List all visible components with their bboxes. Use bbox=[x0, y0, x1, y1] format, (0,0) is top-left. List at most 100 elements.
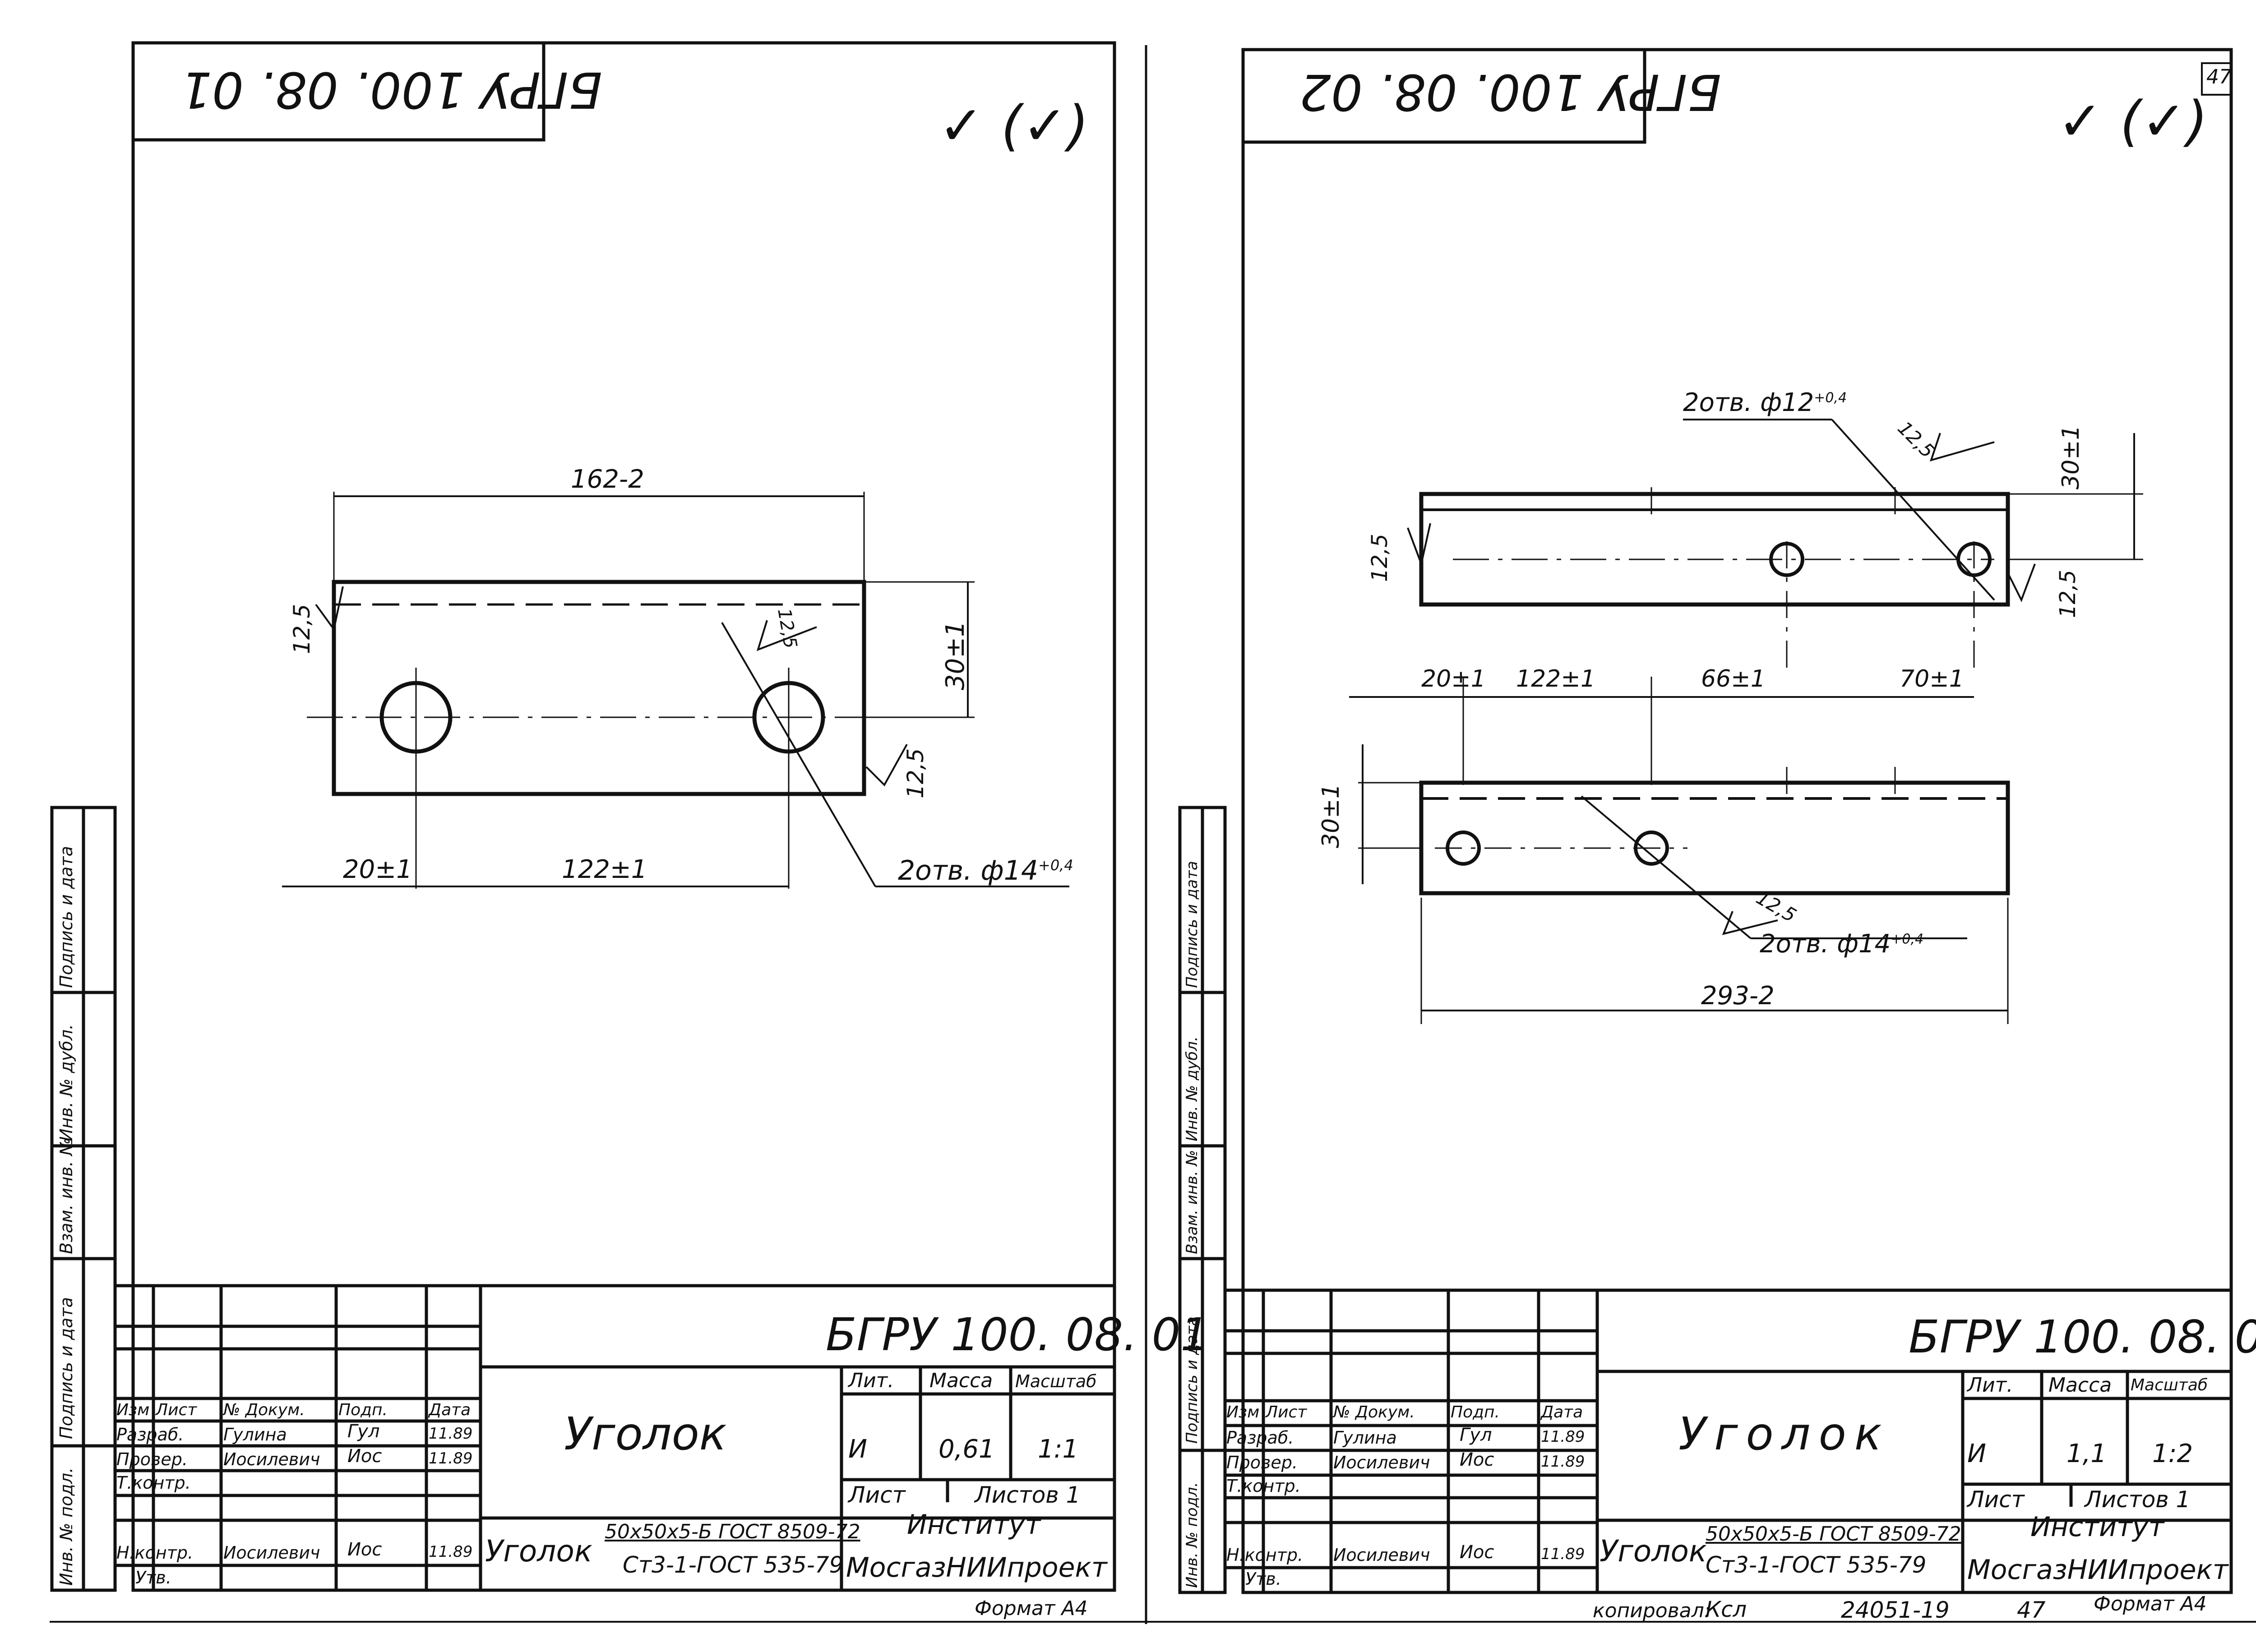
sheet-2-org-line1: Институт bbox=[2030, 1511, 2164, 1543]
sheet-1-part-drawing bbox=[282, 492, 1069, 889]
sheet-2-bottom-view-outline bbox=[1419, 780, 2010, 895]
sheet-1-col-list: Лист bbox=[156, 1401, 197, 1419]
sheet-2-sign-razrab: Гул bbox=[1460, 1425, 1492, 1445]
sheet-1-dim-length: 162-2 bbox=[571, 465, 644, 494]
sheet-2-d3: 66±1 bbox=[1701, 665, 1766, 692]
sheet-1-role-prover: Провер. bbox=[116, 1449, 188, 1469]
sheet-1-date-prover: 11.89 bbox=[429, 1449, 473, 1467]
sheet-2-holes-top-tol: +0,4 bbox=[1814, 390, 1847, 406]
sheet-1-scale-label: Масштаб bbox=[1015, 1371, 1097, 1391]
sheet-2-code-main: БГРУ 100. 08. 02 bbox=[1909, 1311, 2256, 1363]
sheet-1-date-nkontr: 11.89 bbox=[429, 1543, 473, 1561]
sheet-1-part-outline bbox=[332, 580, 866, 796]
sheet-2-lit-value: И bbox=[1967, 1439, 1986, 1468]
sheet-1-material-line1: 50х50х5-Б ГОСТ 8509-72 bbox=[605, 1520, 860, 1543]
sheet-1-role-nkontr: Н.контр. bbox=[116, 1543, 194, 1563]
sheet-2-scale-label: Масштаб bbox=[2131, 1376, 2208, 1394]
sheet-2-d4: 70±1 bbox=[1900, 665, 1964, 692]
footer-copied-sign: Ксл bbox=[1706, 1597, 1747, 1622]
sheet-2-side-sign-date-2: Подпись и дата bbox=[1183, 861, 1201, 988]
sheet-2-format: Формат А4 bbox=[2094, 1592, 2207, 1615]
sheet-1-org-line1: Институт bbox=[907, 1509, 1041, 1541]
sheet-1-sheets-label: Листов 1 bbox=[975, 1482, 1081, 1508]
sheet-2-holes-top-note: 2отв. ф12+0,4 bbox=[1683, 388, 1847, 417]
footer-order-number: 24051-19 bbox=[1841, 1597, 1950, 1623]
sheet-1-holes-tol: +0,4 bbox=[1038, 857, 1073, 874]
sheet-2-holes-bottom-label: 2отв. ф14 bbox=[1760, 929, 1891, 959]
sheet-2-col-list: Лист bbox=[1266, 1403, 1307, 1421]
sheet-2-sheets-label: Листов 1 bbox=[2085, 1486, 2191, 1513]
sheet-1-roughness-symbol: ✓ (✓) bbox=[938, 95, 1089, 157]
sheet-1-holes-label: 2отв. ф14 bbox=[898, 855, 1038, 886]
sheet-1-mass-value: 0,61 bbox=[938, 1435, 995, 1464]
sheet-2-d2: 122±1 bbox=[1516, 665, 1595, 692]
sheet-1-col-sign: Подп. bbox=[338, 1401, 388, 1419]
sheet-2-part-drawing bbox=[1349, 419, 2143, 1024]
sheet-2-top-view-outline bbox=[1419, 492, 2010, 607]
sheet-2-rough-c: 12,5 bbox=[2055, 570, 2080, 618]
sheet-2-material-prefix: Уголок bbox=[1600, 1534, 1707, 1569]
sheet-2-name-razrab: Гулина bbox=[1333, 1428, 1397, 1448]
sheet-2-col-date: Дата bbox=[1541, 1403, 1583, 1421]
sheet-2-role-tkontr: Т.контр. bbox=[1226, 1476, 1301, 1496]
sheet-2-material-line1: 50х50х5-Б ГОСТ 8509-72 bbox=[1706, 1523, 1961, 1546]
sheet-1-material-prefix: Уголок bbox=[485, 1534, 592, 1569]
sheet-1-date-razrab: 11.89 bbox=[429, 1425, 473, 1443]
sheet-1-lit-value: И bbox=[848, 1435, 867, 1464]
sheet-1-part-title: Уголок bbox=[564, 1407, 727, 1460]
sheet-2-rough-b: 12,5 bbox=[1367, 534, 1392, 582]
sheet-2-mass-value: 1,1 bbox=[2066, 1439, 2107, 1468]
sheet-1-name-razrab: Гулина bbox=[223, 1425, 287, 1444]
sheet-2-role-prover: Провер. bbox=[1226, 1453, 1298, 1472]
sheet-2-material-line2: Ст3-1-ГОСТ 535-79 bbox=[1706, 1552, 1927, 1578]
sheet-1-org-line2: МосгазНИИпроект bbox=[846, 1552, 1107, 1583]
sheet-2-name-nkontr: Иосилевич bbox=[1333, 1545, 1430, 1565]
sheet-2-col-sign: Подп. bbox=[1451, 1403, 1500, 1421]
sheet-1-role-utv: Утв. bbox=[135, 1568, 171, 1587]
sheet-1-sheet-label: Лист bbox=[848, 1482, 906, 1508]
sheet-1-material-line2: Ст3-1-ГОСТ 535-79 bbox=[623, 1552, 844, 1578]
sheet-2-d1: 20±1 bbox=[1421, 665, 1486, 692]
sheet-2-org-line2: МосгазНИИпроект bbox=[1967, 1554, 2228, 1586]
sheet-1-frame bbox=[50, 41, 1116, 1592]
sheet-2-sign-nkontr: Иос bbox=[1460, 1542, 1494, 1563]
sheet-2-page-corner: 47 bbox=[2206, 65, 2232, 88]
sheet-2-role-razrab: Разраб. bbox=[1226, 1428, 1294, 1448]
sheet-2-mass-label: Масса bbox=[2048, 1374, 2112, 1397]
sheet-2-holes-top-label: 2отв. ф12 bbox=[1683, 388, 1814, 417]
sheet-1-role-razrab: Разраб. bbox=[116, 1425, 184, 1444]
sheet-1-col-doc: № Докум. bbox=[223, 1401, 305, 1419]
sheet-2-role-utv: Утв. bbox=[1245, 1569, 1281, 1589]
sheet-2-holes-bottom-tol: +0,4 bbox=[1891, 931, 1924, 947]
sheet-1-col-date: Дата bbox=[429, 1401, 471, 1419]
sheet-2-name-prover: Иосилевич bbox=[1333, 1453, 1430, 1472]
sheet-1-name-prover: Иосилевич bbox=[223, 1449, 320, 1469]
sheet-2-role-nkontr: Н.контр. bbox=[1226, 1545, 1304, 1565]
sheet-1-sign-nkontr: Иос bbox=[347, 1539, 382, 1560]
sheet-2-sheet-label: Лист bbox=[1967, 1486, 2025, 1513]
sheet-2-length: 293-2 bbox=[1701, 981, 1775, 1011]
sheet-2-frame bbox=[1178, 48, 2233, 1594]
sheet-2-part-title: Уголок bbox=[1678, 1407, 1890, 1460]
sheet-1-sign-razrab: Гул bbox=[347, 1421, 380, 1442]
sheet-2-side-sign-date-1: Подпись и дата bbox=[1183, 1316, 1201, 1444]
sheet-2-height-top: 30±1 bbox=[2057, 425, 2085, 489]
sheet-2-lit-label: Лит. bbox=[1967, 1374, 2013, 1397]
sheet-2-col-izm: Изм bbox=[1226, 1403, 1260, 1421]
sheet-2-date-prover: 11.89 bbox=[1541, 1453, 1585, 1471]
sheet-2-roughness-symbol: ✓ (✓) bbox=[2057, 90, 2208, 153]
sheet-1-dim-spacing: 122±1 bbox=[562, 855, 647, 884]
sheet-2-side-inv-podl: Инв. № подл. bbox=[1183, 1482, 1201, 1588]
sheet-2-scale-value: 1:2 bbox=[2152, 1439, 2193, 1468]
sheet-2-date-nkontr: 11.89 bbox=[1541, 1545, 1585, 1563]
sheet-2-side-dubl: Инв. № дубл. bbox=[1183, 1036, 1201, 1141]
sheet-2-height-bottom: 30±1 bbox=[1318, 784, 1345, 848]
sheet-1-col-izm: Изм bbox=[116, 1401, 150, 1419]
sheet-1-role-tkontr: Т.контр. bbox=[116, 1473, 191, 1493]
sheet-1-format: Формат А4 bbox=[975, 1597, 1088, 1620]
sheet-1-holes-note: 2отв. ф14+0,4 bbox=[898, 855, 1073, 886]
sheet-2-col-doc: № Докум. bbox=[1333, 1403, 1415, 1421]
footer-page-number: 47 bbox=[2017, 1597, 2046, 1623]
sheet-1-dim-offset: 20±1 bbox=[343, 855, 412, 884]
